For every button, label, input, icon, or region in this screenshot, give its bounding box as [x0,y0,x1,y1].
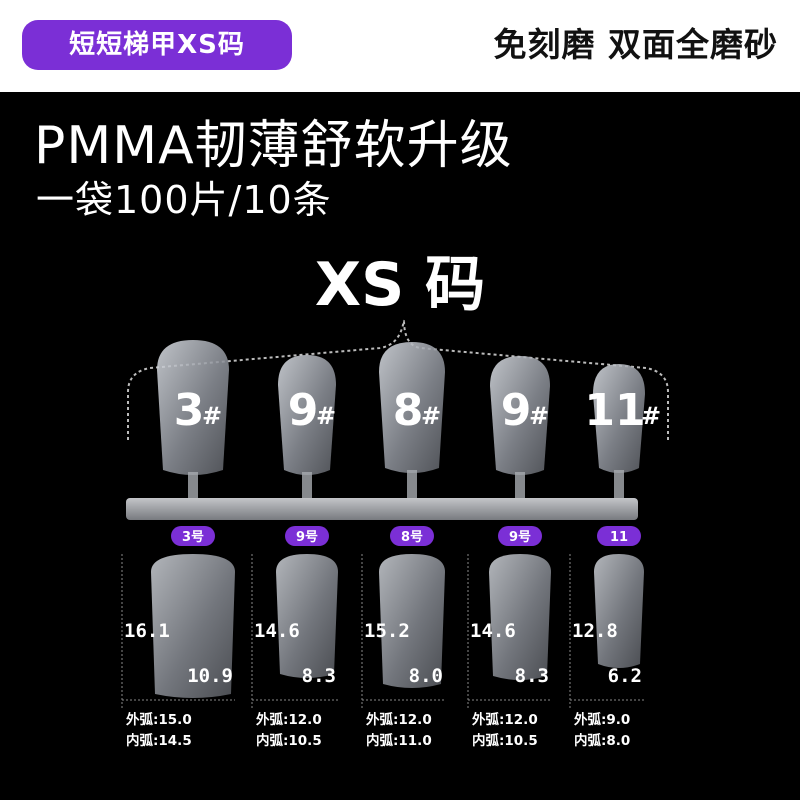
nail-bottom-shape [151,554,235,698]
inner-arc-label: 内弧:10.5 [256,732,322,749]
nail-top-shape [157,340,229,475]
size-pill [285,526,329,546]
size-pill [498,526,542,546]
nail-top-shape [593,364,645,473]
nail-bottom-shape [594,554,644,668]
nail-stem [188,472,198,498]
size-badge: 短短梯甲XS码 [22,20,292,70]
brace-left [127,319,405,440]
size-pill [390,526,434,546]
outer-arc-label: 外弧:12.0 [366,711,432,728]
nail-width-label: 10.9 [187,665,233,687]
nail-length-label: 14.6 [470,620,516,642]
hash-label: # [641,402,661,430]
size-pill [597,526,641,546]
outer-arc-label: 外弧:12.0 [256,711,322,728]
nail-stem [407,470,417,498]
nail-column: 8#8号 15.2 8.0 外弧:12.0 内弧:11.0 [361,342,445,749]
nail-top-shape [278,355,336,475]
nail-stem [614,470,624,498]
feature-text: 免刻磨 双面全磨砂 [493,25,778,64]
outer-arc-label: 外弧:9.0 [574,711,630,728]
hash-label: # [202,402,222,430]
size-pill-label: 3号 [182,530,204,545]
nail-length-label: 15.2 [364,620,410,642]
nail-width-label: 8.0 [409,665,443,687]
package-info: 一袋100片/10条 [36,178,332,222]
nail-column: 9#9号 14.6 8.3 外弧:12.0 内弧:10.5 [467,356,551,749]
nail-number-label: 9 [501,385,532,436]
hash-label: # [421,402,441,430]
size-pill-label: 11 [610,530,628,545]
headline: PMMA韧薄舒软升级 [34,116,513,176]
nail-strip-bar [126,498,638,520]
nail-number-label: 9 [288,385,319,436]
nail-top-shape [490,356,550,475]
nail-width-label: 8.3 [302,665,336,687]
nail-column: 9#9号 14.6 8.3 外弧:12.0 内弧:10.5 [251,355,338,749]
nail-length-label: 16.1 [124,620,170,642]
size-title: XS 码 [314,250,486,320]
nail-width-label: 8.3 [515,665,549,687]
hash-label: # [316,402,336,430]
nail-number-label: 8 [393,385,424,436]
nail-bottom-shape [276,554,338,678]
nail-length-label: 12.8 [572,620,618,642]
brace-right [403,319,669,440]
inner-arc-label: 内弧:8.0 [574,732,630,749]
nail-bottom-shape [489,554,551,680]
nail-length-label: 14.6 [254,620,300,642]
nail-bottom-shape [379,554,445,688]
size-pill-label: 9号 [509,530,531,545]
inner-arc-label: 内弧:10.5 [472,732,538,749]
outer-arc-label: 外弧:12.0 [472,711,538,728]
nail-top-shape [379,342,445,473]
inner-arc-label: 内弧:11.0 [366,732,432,749]
top-banner: 短短梯甲XS码 免刻磨 双面全磨砂 [0,0,800,92]
nail-stem [515,472,525,498]
outer-arc-label: 外弧:15.0 [126,711,192,728]
size-pill [171,526,215,546]
size-pill-label: 8号 [401,530,423,545]
nail-column: 3#3号 16.1 10.9 外弧:15.0 内弧:14.5 [121,340,235,749]
nail-number-label: 3 [174,385,205,436]
hash-label: # [529,402,549,430]
nail-stem [302,472,312,498]
inner-arc-label: 内弧:14.5 [126,732,192,749]
nail-width-label: 6.2 [608,665,642,687]
size-pill-label: 9号 [296,530,318,545]
nail-number-label: 11 [584,385,645,436]
